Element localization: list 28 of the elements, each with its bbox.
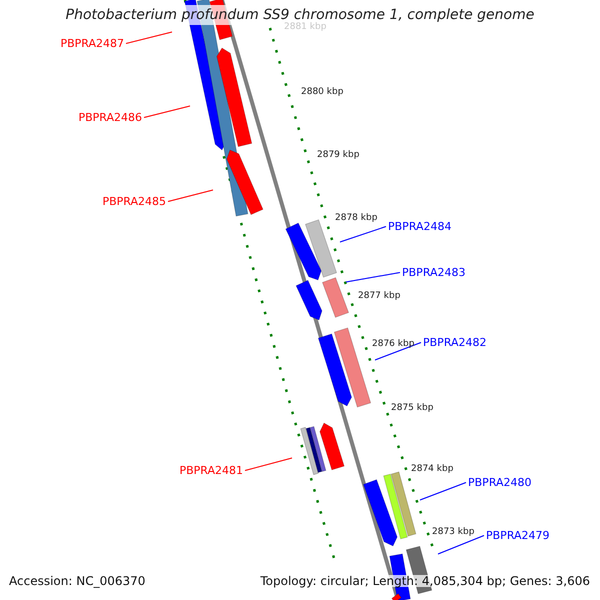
leader-line — [374, 342, 422, 360]
gene-label: PBPRA2479 — [486, 529, 550, 542]
tick-label: 2879 kbp — [317, 149, 360, 161]
gene-label: PBPRA2486 — [78, 111, 142, 124]
info-text: Topology: circular; Length: 4,085,304 bp; Genes: 3,606 — [260, 575, 590, 587]
gene-label: PBPRA2485 — [102, 195, 166, 208]
leader-line — [144, 106, 190, 118]
tick-label: 2880 kbp — [301, 86, 344, 98]
tick-label: 2878 kbp — [335, 212, 378, 224]
gene-label: PBPRA2484 — [388, 220, 452, 233]
gene-label: PBPRA2483 — [402, 266, 466, 279]
info-text: Accession: NC_006370 — [9, 575, 146, 587]
leader-line — [244, 458, 292, 471]
leader-line — [340, 226, 386, 242]
gene-label: PBPRA2480 — [468, 476, 532, 489]
tick-label: 2874 kbp — [411, 463, 454, 475]
leader-line — [420, 482, 466, 500]
leader-line — [168, 190, 214, 202]
gene-label: PBPRA2481 — [179, 464, 243, 477]
tick-label: 2876 kbp — [372, 338, 414, 350]
tick-label: 2873 kbp — [432, 526, 474, 538]
leader-line — [126, 32, 172, 44]
gene-label: PBPRA2482 — [423, 336, 487, 349]
leader-line — [438, 535, 484, 554]
gene-label: PBPRA2487 — [60, 37, 124, 50]
leader-line — [346, 272, 400, 282]
tick-label: 2877 kbp — [358, 290, 400, 302]
tick-label: 2875 kbp — [391, 402, 434, 414]
